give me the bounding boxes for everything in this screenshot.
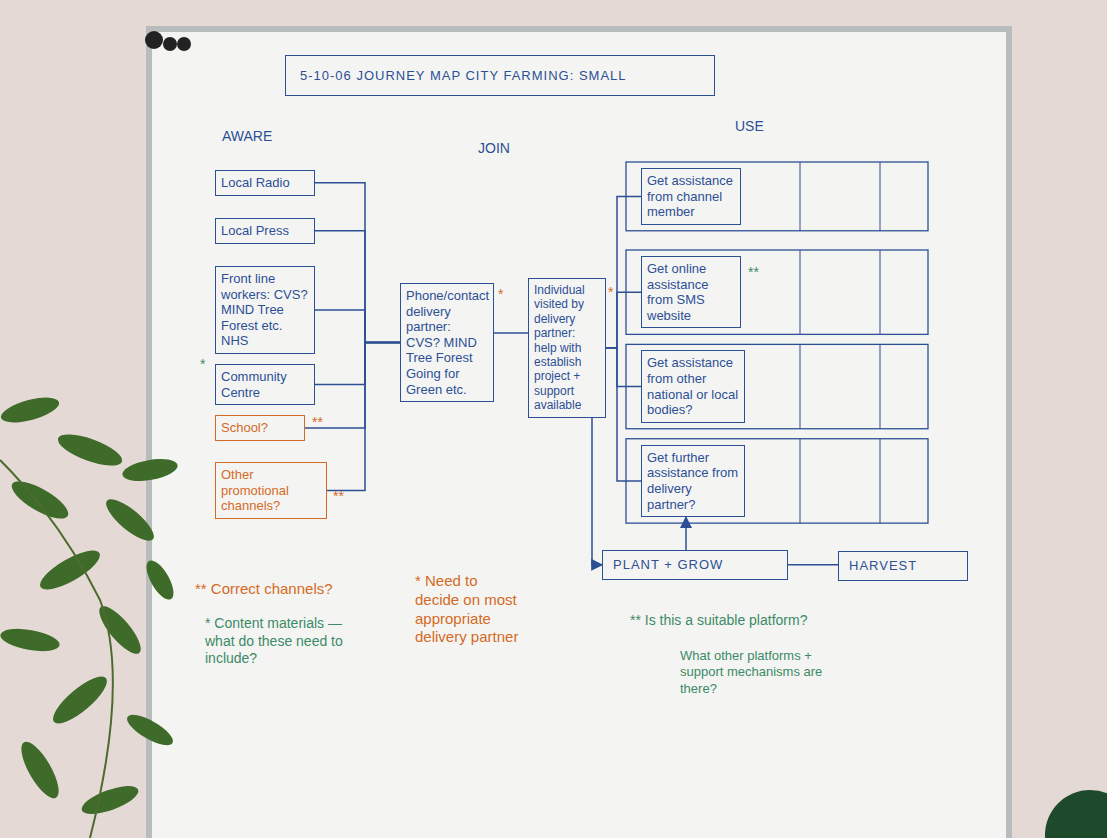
connector [315, 343, 400, 385]
box-text: Get further assistance from delivery par… [647, 450, 739, 512]
stage-box: HARVEST [838, 551, 968, 581]
band-divider [880, 162, 881, 231]
channel-box: Other promotional channels? [215, 462, 327, 519]
use-band [626, 162, 928, 231]
channel-box: Local Press [215, 218, 315, 244]
whiteboard [152, 32, 1006, 838]
annotation-mark: ** [312, 414, 334, 432]
annotation-note: ** Correct channels? [195, 580, 385, 599]
annotation-mark: * [200, 356, 212, 374]
connector [606, 348, 641, 387]
connector [685, 517, 687, 550]
connector [315, 183, 400, 343]
box-text: School? [221, 420, 299, 436]
annotation-note: ** Is this a suitable platform? [630, 612, 880, 630]
box-text: Get assistance from channel member [647, 173, 735, 220]
use-box: Get further assistance from delivery par… [641, 445, 745, 517]
box-text: Phone/contact delivery partner: CVS? MIN… [406, 288, 488, 397]
band-divider [800, 439, 801, 523]
channel-box: Front line workers: CVS? MIND Tree Fores… [215, 266, 315, 354]
plant-stem [0, 460, 113, 838]
title-box: 5-10-06 JOURNEY MAP CITY FARMING: SMALL [285, 55, 715, 96]
annotation-mark: ** [333, 488, 355, 506]
column-heading: JOIN [478, 140, 538, 158]
box-text: Get assistance from other national or lo… [647, 355, 739, 417]
band-divider [880, 250, 881, 334]
box-text: Local Radio [221, 175, 309, 191]
use-box: Get online assistance from SMS website [641, 256, 741, 328]
band-divider [880, 344, 881, 428]
box-text: Get online assistance from SMS website [647, 261, 735, 323]
connector [315, 231, 400, 343]
use-band [626, 439, 928, 523]
annotation-note: What other platforms + support mechanism… [680, 648, 830, 697]
box-text: Individual visited by delivery partner: … [534, 283, 600, 413]
connector [606, 348, 641, 481]
band-divider [800, 162, 801, 231]
channel-box: Community Centre [215, 364, 315, 405]
join-box: Phone/contact delivery partner: CVS? MIN… [400, 283, 494, 402]
band-divider [800, 250, 801, 334]
title-text: 5-10-06 JOURNEY MAP CITY FARMING: SMALL [300, 68, 627, 83]
magnet [145, 31, 163, 49]
join-box: Individual visited by delivery partner: … [528, 278, 606, 418]
magnet [177, 37, 191, 51]
connector [788, 564, 838, 566]
use-band [626, 344, 928, 428]
box-text: Local Press [221, 223, 309, 239]
connector [592, 418, 602, 565]
column-heading: USE [735, 118, 785, 136]
connector [606, 196, 641, 347]
channel-box: School? [215, 415, 305, 441]
annotation-mark: * [608, 284, 620, 302]
chair [1045, 790, 1107, 838]
band-divider [800, 344, 801, 428]
connector [327, 343, 400, 491]
use-band [626, 250, 928, 334]
magnet [163, 37, 177, 51]
use-box: Get assistance from channel member [641, 168, 741, 225]
connector [606, 292, 641, 348]
box-text: Front line workers: CVS? MIND Tree Fores… [221, 271, 309, 349]
band-divider [880, 439, 881, 523]
channel-box: Local Radio [215, 170, 315, 196]
connector [315, 310, 400, 343]
box-text: HARVEST [849, 558, 957, 574]
box-text: Other promotional channels? [221, 467, 321, 514]
board-frame [146, 26, 1012, 838]
plant [0, 393, 179, 820]
use-box: Get assistance from other national or lo… [641, 350, 745, 422]
column-heading: AWARE [222, 128, 302, 146]
box-text: PLANT + GROW [613, 557, 777, 573]
connector [494, 332, 528, 334]
box-text: Community Centre [221, 369, 309, 400]
stage-box: PLANT + GROW [602, 550, 788, 580]
annotation-mark: ** [748, 264, 770, 282]
annotation-note: * Need to decide on most appropriate del… [415, 572, 525, 647]
annotation-note: * Content materials — what do these need… [205, 615, 370, 668]
annotation-mark: * [498, 286, 510, 304]
